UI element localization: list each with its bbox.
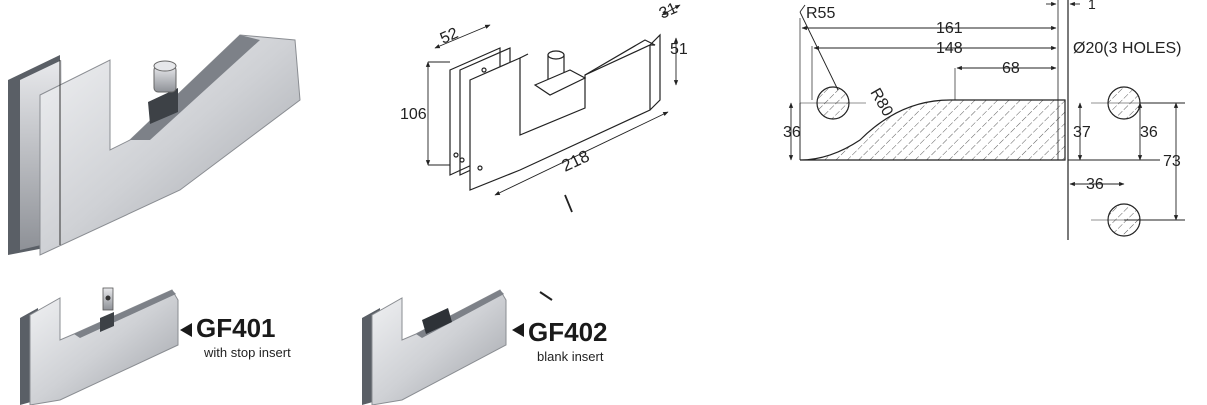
dim-52: 52 — [438, 25, 461, 48]
gf402-arrow-icon — [512, 323, 524, 337]
dim-37: 37 — [1073, 124, 1091, 141]
gf401-photo — [20, 287, 179, 405]
dim-73: 73 — [1163, 153, 1181, 170]
dim-r55: R55 — [806, 5, 835, 22]
dim-36-right: 36 — [1140, 124, 1158, 141]
product-photo-large — [8, 34, 301, 256]
dim-36-bottom: 36 — [1086, 176, 1104, 193]
isometric-drawing — [449, 33, 661, 191]
dim-36-left: 36 — [783, 124, 801, 141]
dim-1: 1 — [1088, 0, 1096, 12]
dim-51: 51 — [670, 41, 688, 58]
dim-31: 31 — [657, 0, 680, 23]
dim-161: 161 — [936, 20, 963, 37]
iso-dimension-lines — [425, 4, 681, 213]
gf401-arrow-icon — [180, 323, 192, 337]
dim-r80: R80 — [867, 86, 896, 120]
profile-drawing — [799, 0, 1157, 240]
dim-68: 68 — [1002, 60, 1020, 77]
gf402-desc: blank insert — [537, 349, 604, 364]
dim-148: 148 — [936, 40, 963, 57]
dim-holes: Ø20(3 HOLES) — [1073, 40, 1181, 57]
dim-106: 106 — [400, 106, 427, 123]
gf402-model-label: GF402 — [528, 317, 608, 347]
gf401-model-label: GF401 — [196, 313, 276, 343]
profile-dimension-lines — [788, 1, 1185, 221]
gf402-photo — [362, 289, 553, 405]
gf401-desc: with stop insert — [204, 345, 291, 360]
